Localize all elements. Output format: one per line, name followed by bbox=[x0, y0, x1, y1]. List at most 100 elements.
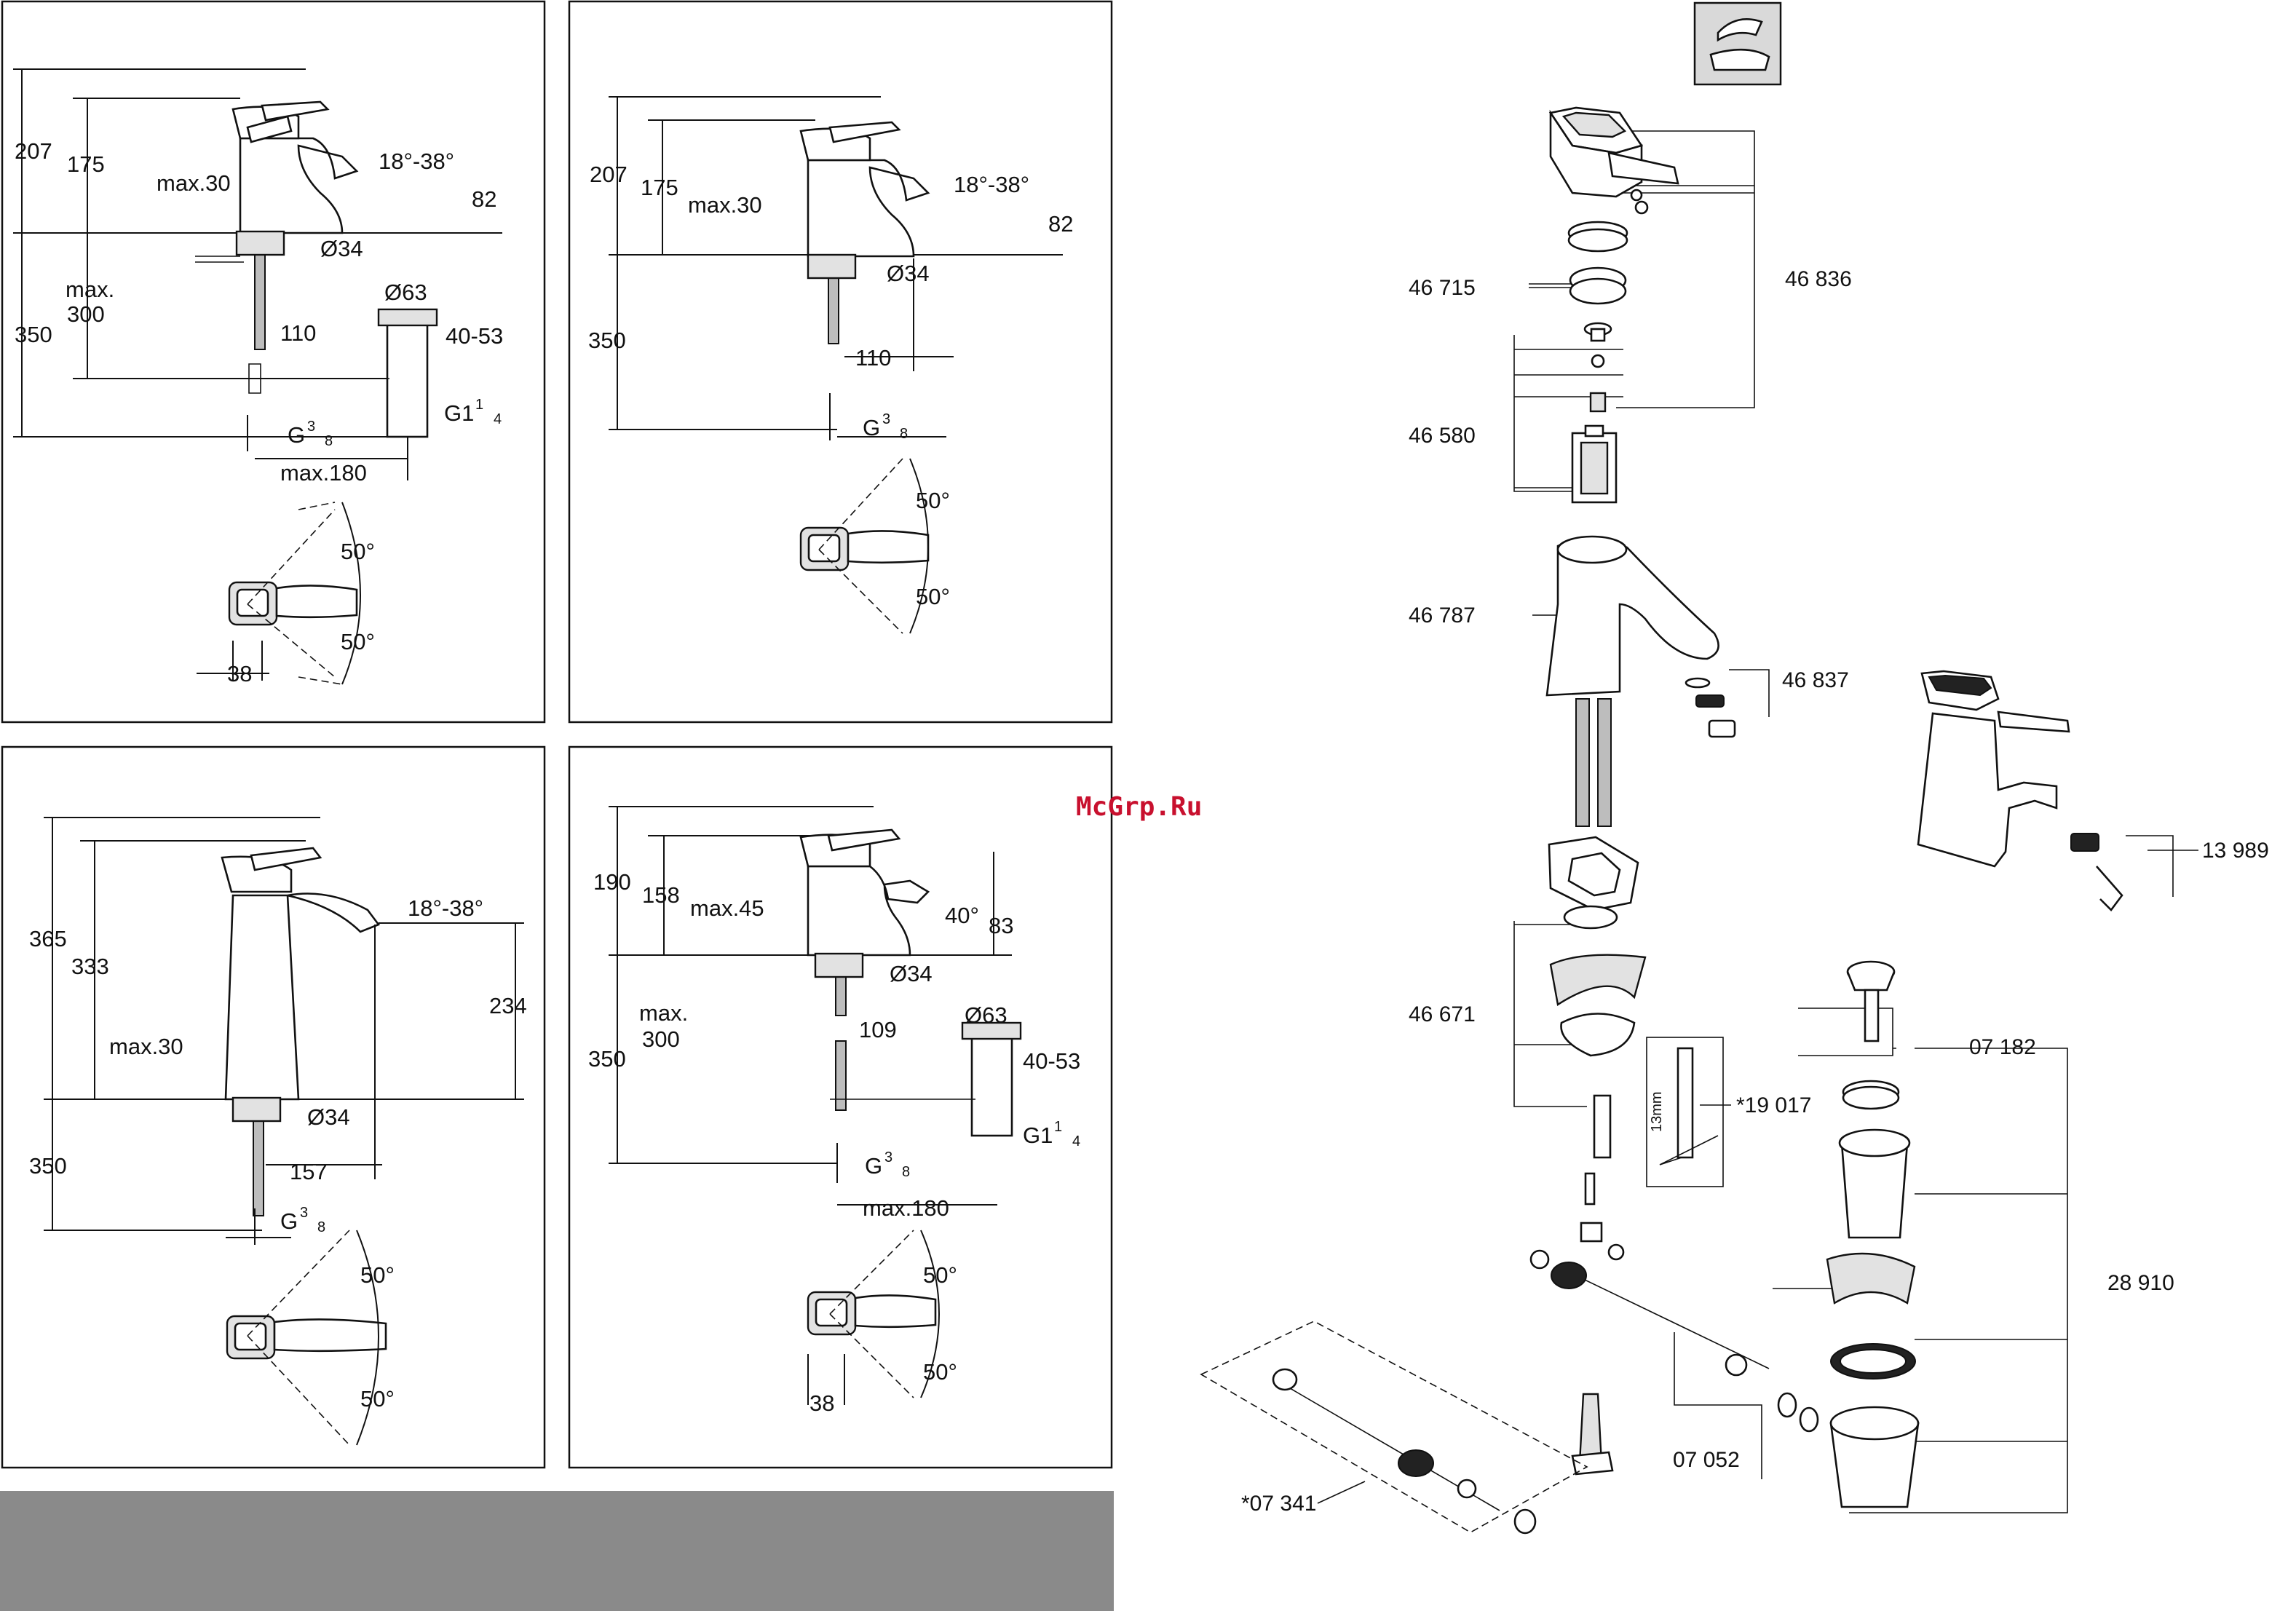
dim-50-b: 50° bbox=[360, 1386, 395, 1412]
dim-50-a: 50° bbox=[360, 1262, 395, 1288]
part-07341: *07 341 bbox=[1241, 1492, 1316, 1516]
dim-g-den: 8 bbox=[325, 433, 333, 449]
dim-50-b: 50° bbox=[341, 629, 375, 654]
dim-g1-num: 1 bbox=[1054, 1119, 1062, 1135]
dim-max180: max.180 bbox=[863, 1195, 949, 1221]
washer bbox=[1799, 1406, 1819, 1433]
dim-175: 175 bbox=[67, 151, 105, 177]
dim-350: 350 bbox=[15, 322, 52, 347]
supply-hose bbox=[1597, 698, 1612, 827]
waste-flange bbox=[1840, 1141, 1909, 1239]
dim-350: 350 bbox=[588, 1046, 626, 1072]
dim-g1: G1 bbox=[1023, 1123, 1053, 1148]
part-19017: *19 017 bbox=[1736, 1093, 1811, 1117]
panel-frame bbox=[568, 0, 1113, 724]
gray-footer-bar bbox=[0, 1491, 1114, 1611]
fixing-washer bbox=[1563, 905, 1618, 930]
rod-nut bbox=[1551, 1262, 1587, 1289]
dim-38: 38 bbox=[227, 661, 252, 686]
dim-207: 207 bbox=[590, 162, 628, 187]
dim-g-num: 3 bbox=[884, 1149, 892, 1165]
dim-350: 350 bbox=[588, 328, 626, 353]
panel-basin-mixer-no-waste: 207 175 max.30 18°-38° 82 Ø34 350 110 G … bbox=[568, 0, 1113, 724]
product-icon-box bbox=[1693, 1, 1782, 86]
rod-clamp bbox=[1580, 1222, 1603, 1243]
part-46715: 46 715 bbox=[1409, 276, 1476, 300]
dim-g1-den: 4 bbox=[494, 411, 502, 427]
dim-max30: max.30 bbox=[109, 1034, 183, 1059]
supply-hose bbox=[1575, 698, 1590, 827]
dim-g-den: 8 bbox=[900, 426, 908, 442]
dim-max180: max.180 bbox=[280, 460, 367, 486]
dim-83: 83 bbox=[989, 913, 1013, 938]
waste-gasket bbox=[1826, 1252, 1916, 1305]
dim-g-num: 3 bbox=[307, 419, 315, 435]
part-46671: 46 671 bbox=[1409, 1002, 1476, 1026]
screw-icon bbox=[1591, 354, 1605, 368]
dim-50-b: 50° bbox=[916, 584, 950, 609]
dim-dia34: Ø34 bbox=[320, 236, 363, 261]
part-46787: 46 787 bbox=[1409, 603, 1476, 628]
dim-190: 190 bbox=[593, 869, 631, 895]
dim-dia34: Ø34 bbox=[307, 1104, 350, 1130]
horseshoe-clamp bbox=[1560, 1013, 1636, 1057]
dim-g-den: 8 bbox=[317, 1219, 325, 1235]
dim-50-a: 50° bbox=[341, 539, 375, 564]
aerator bbox=[1695, 694, 1725, 708]
dim-g: G bbox=[288, 422, 305, 448]
threaded-rod bbox=[1593, 1094, 1612, 1159]
mixer-body bbox=[1545, 538, 1719, 697]
dim-angle: 18°-38° bbox=[379, 149, 454, 174]
panel-frame bbox=[1, 745, 546, 1469]
ball-joint bbox=[2096, 866, 2123, 911]
dim-234: 234 bbox=[489, 993, 527, 1018]
panel-basin-mixer-tall: 365 333 18°-38° 234 max.30 Ø34 350 157 G… bbox=[1, 745, 546, 1469]
dim-max30: max.30 bbox=[688, 192, 762, 218]
dim-350: 350 bbox=[29, 1153, 67, 1179]
dim-g-num: 3 bbox=[300, 1205, 308, 1221]
dim-dia34: Ø34 bbox=[887, 261, 930, 286]
part-07182: 07 182 bbox=[1969, 1035, 2036, 1059]
washer bbox=[1777, 1392, 1797, 1418]
dim-158: 158 bbox=[642, 882, 680, 908]
dim-157: 157 bbox=[290, 1159, 328, 1184]
dim-max: max. bbox=[639, 1000, 688, 1026]
dim-g: G bbox=[865, 1153, 882, 1179]
dim-110: 110 bbox=[855, 345, 891, 371]
panel-frame bbox=[1, 0, 546, 724]
dim-max45: max.45 bbox=[690, 895, 764, 921]
lever-icon bbox=[1717, 18, 1763, 42]
part-28910: 28 910 bbox=[2107, 1271, 2174, 1295]
pin bbox=[1584, 1172, 1596, 1206]
bidet-lever bbox=[1997, 710, 2070, 733]
handle-plate bbox=[1561, 111, 1627, 138]
exploded-parts-view: 46 836 46 715 46 580 46 787 46 837 13 98… bbox=[1200, 1, 2269, 1535]
part-46837: 46 837 bbox=[1782, 668, 1849, 692]
dim-50-a: 50° bbox=[916, 488, 950, 513]
gasket bbox=[1549, 954, 1647, 1006]
dim-175: 175 bbox=[641, 175, 678, 200]
part-46580: 46 580 bbox=[1409, 424, 1476, 448]
dim-angle40: 40° bbox=[945, 903, 979, 928]
dim-angle: 18°-38° bbox=[408, 895, 483, 921]
dim-g: G bbox=[280, 1208, 298, 1234]
dim-max: max. bbox=[66, 277, 114, 302]
aerator-washer bbox=[1685, 677, 1711, 689]
dim-g1: G1 bbox=[444, 400, 474, 426]
dim-300: 300 bbox=[642, 1026, 680, 1052]
bidet-nozzle bbox=[2070, 833, 2099, 852]
watermark: McGrp.Ru bbox=[1076, 792, 1202, 822]
lever-arm bbox=[1607, 151, 1679, 185]
dim-40-53: 40-53 bbox=[446, 323, 503, 349]
screw-icon bbox=[1634, 200, 1649, 215]
dim-g-den: 8 bbox=[902, 1164, 910, 1180]
screw-icon bbox=[1607, 1243, 1625, 1261]
dim-g: G bbox=[863, 415, 880, 440]
dim-50-a: 50° bbox=[923, 1262, 957, 1288]
panel-bidet-mixer: 190 158 max.45 40° 83 Ø34 max. 300 Ø63 1… bbox=[568, 745, 1113, 1469]
dim-300: 300 bbox=[67, 301, 105, 327]
dim-365: 365 bbox=[29, 926, 67, 951]
aerator-insert bbox=[1708, 719, 1736, 738]
bidet-body bbox=[1917, 712, 2058, 868]
part-46836: 46 836 bbox=[1785, 267, 1852, 291]
